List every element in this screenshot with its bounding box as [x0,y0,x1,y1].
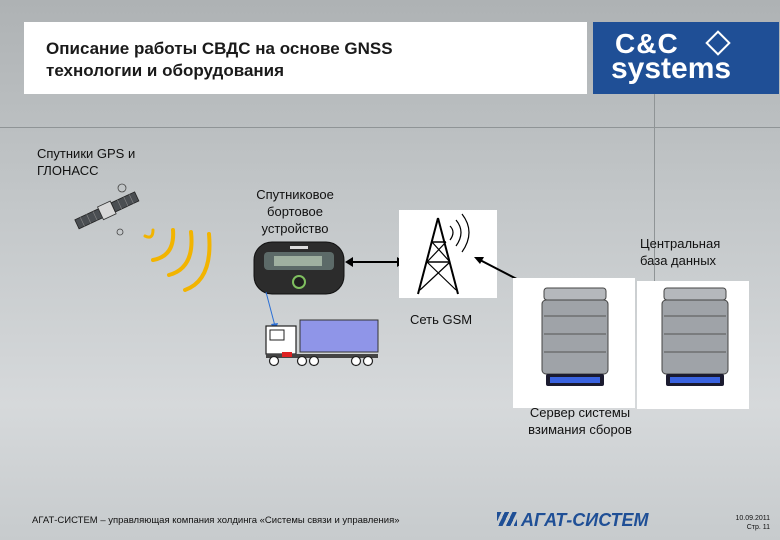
title-line-2: технологии и оборудования [46,61,285,80]
gsm-tower-icon [417,213,470,295]
central-database-label: Центральная база данных [640,235,740,269]
onboard-label-line-2: бортовое [267,204,323,219]
guide-line-vertical [654,94,655,294]
satellite-signal-icon [143,228,212,292]
central-label-line-2: база данных [640,253,717,268]
onboard-device-label: Спутниковое бортовое устройство [245,186,345,237]
server-label-line-2: взимания сборов [528,422,632,437]
gsm-network-label: Сеть GSM [410,312,473,327]
agat-logo-text: АГАТ-СИСТЕМ [521,510,649,530]
cc-systems-logo: C&C systems [593,22,779,94]
agat-logo-mark-icon [497,512,517,526]
server-icon-right [661,287,729,386]
onboard-label-line-1: Спутниковое [256,187,334,202]
toll-server-label: Сервер системы взимания сборов [505,404,655,438]
footer-page-number: Стр. 11 [746,524,770,531]
satellite-icon [74,183,140,236]
footer-company-text: АГАТ-СИСТЕМ – управляющая компания холди… [32,515,400,526]
onboard-label-line-3: устройство [261,221,329,236]
footer-date: 10.09.2011 [735,515,770,522]
device-to-gsm-arrow [345,257,405,267]
title-line-1: Описание работы СВДС на основе GNSS [46,39,393,58]
title-panel: Описание работы СВДС на основе GNSS техн… [24,22,587,94]
page-title: Описание работы СВДС на основе GNSS техн… [46,38,566,82]
guide-line-horizontal [0,127,780,128]
satellites-label-line-2: ГЛОНАСС [37,163,99,178]
logo-text-systems: systems [611,52,732,85]
server-label-line-1: Сервер системы [529,405,631,420]
satellites-label-line-1: Спутники GPS и [37,146,136,161]
onboard-unit-icon [253,241,345,295]
agat-sistem-logo: АГАТ-СИСТЕМ [497,510,649,531]
truck-icon [265,319,379,367]
logo-text-cc: C&C [615,28,679,59]
central-label-line-1: Центральная [640,236,721,251]
server-icon-left [541,287,609,386]
satellites-label: Спутники GPS и ГЛОНАСС [37,145,135,179]
footer-date-block: 10.09.2011 Стр. 11 [722,514,770,532]
